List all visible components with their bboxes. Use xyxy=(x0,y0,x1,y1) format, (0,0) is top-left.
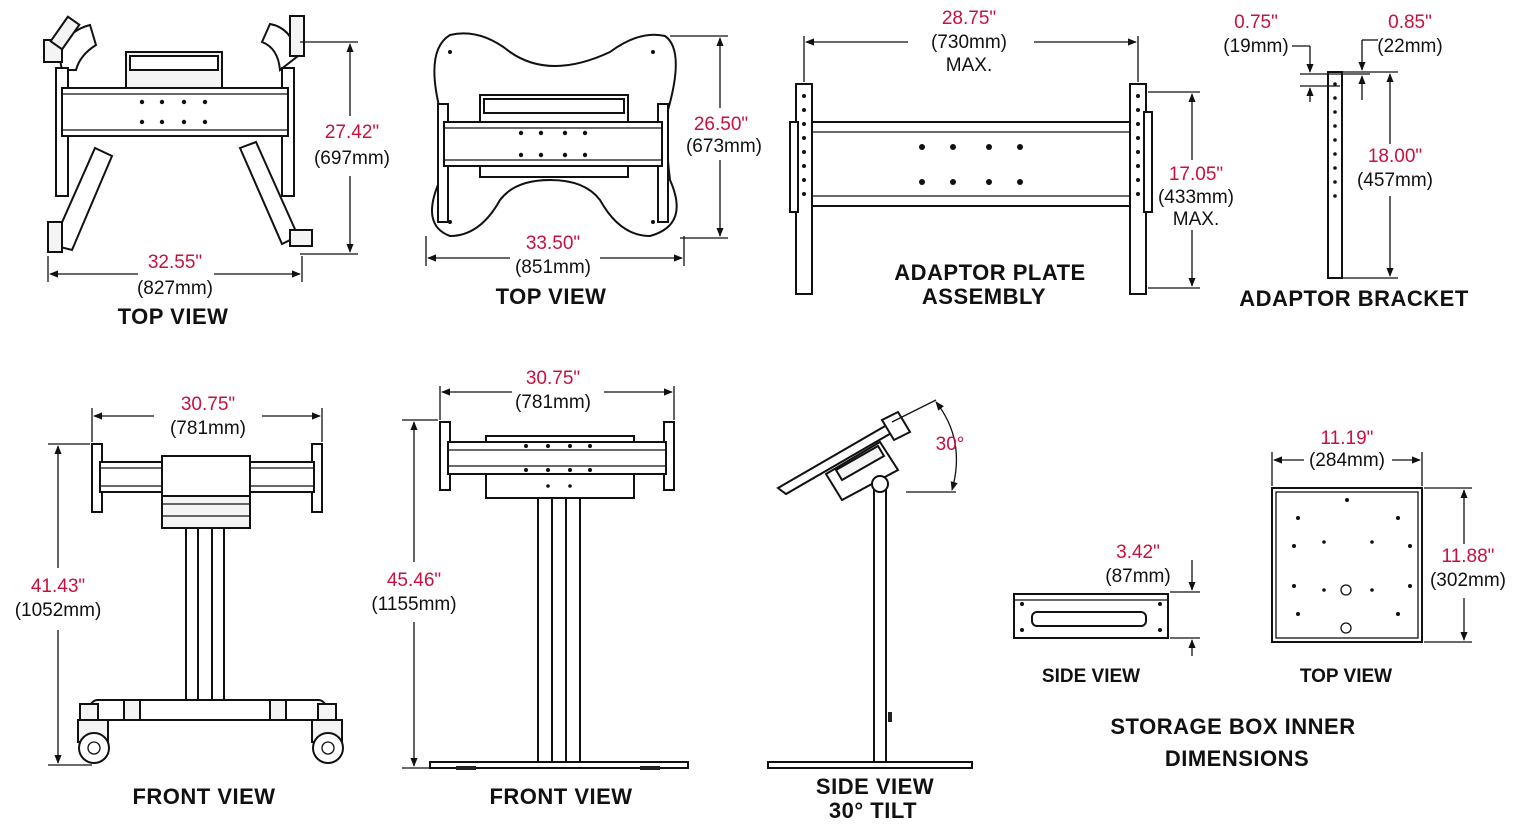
cart-front-view-label: FRONT VIEW xyxy=(132,784,275,809)
bracket-left-offset-in: 0.75" xyxy=(1234,12,1278,33)
stand-top-depth-in: 26.50" xyxy=(694,114,748,135)
bracket-right-offset-in: 0.85" xyxy=(1388,12,1432,33)
adaptor-plate-label-line1: ADAPTOR PLATE xyxy=(894,260,1085,285)
stand-front-width-in: 30.75" xyxy=(526,368,580,389)
cart-front-height-in: 41.43" xyxy=(31,576,85,597)
cart-top-width-mm: (827mm) xyxy=(137,278,213,299)
storage-top-width-in: 11.19" xyxy=(1321,428,1374,449)
bracket-left-offset-mm: (19mm) xyxy=(1223,36,1288,57)
cart-top-depth-in: 27.42" xyxy=(325,122,379,143)
tilt-angle: 30° xyxy=(936,434,965,455)
adaptor-plate-width-mm: (730mm) xyxy=(931,32,1007,53)
storage-top-view-label: TOP VIEW xyxy=(1300,666,1392,687)
adaptor-bracket-label: ADAPTOR BRACKET xyxy=(1239,286,1469,311)
storage-side-height-in: 3.42" xyxy=(1116,542,1160,563)
side-tilt-view: 30° SIDE VIEW 30° TILT xyxy=(767,399,973,823)
adaptor-plate-height-in: 17.05" xyxy=(1169,164,1223,185)
stand-top-depth-mm: (673mm) xyxy=(686,136,762,157)
stand-front-view-label: FRONT VIEW xyxy=(489,784,632,809)
storage-side-height-mm: (87mm) xyxy=(1105,566,1170,587)
adaptor-plate-assembly-view: 28.75" (730mm) MAX. 17.05" (433mm) MAX. … xyxy=(789,8,1234,309)
stand-top-view: 26.50" (673mm) 33.50" (851mm) TOP VIEW xyxy=(425,32,762,309)
side-tilt-label-line1: SIDE VIEW xyxy=(816,774,934,799)
adaptor-plate-width-in: 28.75" xyxy=(942,8,996,29)
cart-front-width-mm: (781mm) xyxy=(170,418,246,439)
adaptor-plate-height-note: MAX. xyxy=(1173,209,1219,230)
cart-top-width-in: 32.55" xyxy=(148,252,202,273)
stand-top-width-mm: (851mm) xyxy=(515,257,591,278)
bracket-right-offset-mm: (22mm) xyxy=(1377,36,1442,57)
adaptor-plate-height-mm: (433mm) xyxy=(1158,187,1234,208)
cart-front-width-in: 30.75" xyxy=(181,394,235,415)
side-tilt-label-line2: 30° TILT xyxy=(829,798,917,821)
storage-top-depth-in: 11.88" xyxy=(1442,546,1495,567)
storage-top-width-mm: (284mm) xyxy=(1309,450,1385,471)
stand-top-view-label: TOP VIEW xyxy=(496,284,607,309)
stand-top-width-in: 33.50" xyxy=(526,233,580,254)
stand-front-height-mm: (1155mm) xyxy=(371,594,456,615)
cart-front-view: 30.75" (781mm) 41.43" (1052mm) FRONT VIE… xyxy=(15,394,344,809)
storage-side-view-label: SIDE VIEW xyxy=(1042,666,1140,687)
cart-top-depth-mm: (697mm) xyxy=(314,148,390,169)
stand-front-width-mm: (781mm) xyxy=(515,392,591,413)
cart-top-view: 27.42" (697mm) 32.55" (827mm) TOP VIEW xyxy=(43,15,390,329)
bracket-height-mm: (457mm) xyxy=(1357,170,1433,191)
storage-box-title-line1: STORAGE BOX INNER xyxy=(1110,714,1355,739)
storage-top-depth-mm: (302mm) xyxy=(1430,570,1506,591)
adaptor-plate-width-note: MAX. xyxy=(946,55,992,76)
storage-box-views: 3.42" (87mm) SIDE VIEW 11.19" (284mm) 11… xyxy=(1013,428,1506,771)
stand-front-view: 30.75" (781mm) 45.46" (1155mm) FRONT VIE… xyxy=(371,368,689,809)
cart-top-view-label: TOP VIEW xyxy=(118,304,229,329)
storage-box-title-line2: DIMENSIONS xyxy=(1165,746,1309,771)
adaptor-plate-label-line2: ASSEMBLY xyxy=(922,284,1046,309)
stand-front-height-in: 45.46" xyxy=(387,570,441,591)
cart-front-height-mm: (1052mm) xyxy=(15,600,102,621)
bracket-height-in: 18.00" xyxy=(1368,146,1422,167)
adaptor-bracket-view: 0.75" (19mm) 0.85" (22mm) 18.00" (457mm)… xyxy=(1223,12,1469,311)
